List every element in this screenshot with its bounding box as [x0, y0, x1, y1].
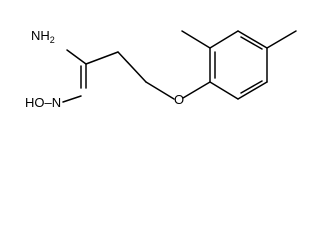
- ring-double-top: [240, 36, 263, 50]
- bond-n-o: [62, 95, 82, 103]
- bond-layer: [62, 30, 297, 103]
- methyl-bond-right: [266, 30, 297, 49]
- oxime-label: HO–N: [25, 95, 61, 110]
- ring-double-bottom: [240, 80, 263, 94]
- ring-bond-6: [209, 81, 239, 100]
- ring-bond-2: [209, 30, 239, 49]
- amine-label: NH2: [31, 28, 55, 45]
- bond-n-amidine: [66, 49, 87, 65]
- bond-ch2-ch2: [117, 51, 147, 83]
- molecule-structure-svg: NH2 HO–N O: [25, 28, 297, 110]
- methyl-bond-left: [181, 30, 211, 49]
- ring-bond-5: [237, 81, 268, 100]
- label-layer: NH2 HO–N O: [25, 28, 184, 110]
- molecule-diagram: NH2 HO–N O: [0, 0, 300, 115]
- ether-oxygen-label: O: [174, 92, 184, 107]
- bond-ch2-o: [145, 81, 175, 100]
- ring-bond-3: [237, 30, 268, 49]
- bond-o-aryl: [182, 81, 211, 99]
- bond-amidine-ch2: [85, 51, 119, 65]
